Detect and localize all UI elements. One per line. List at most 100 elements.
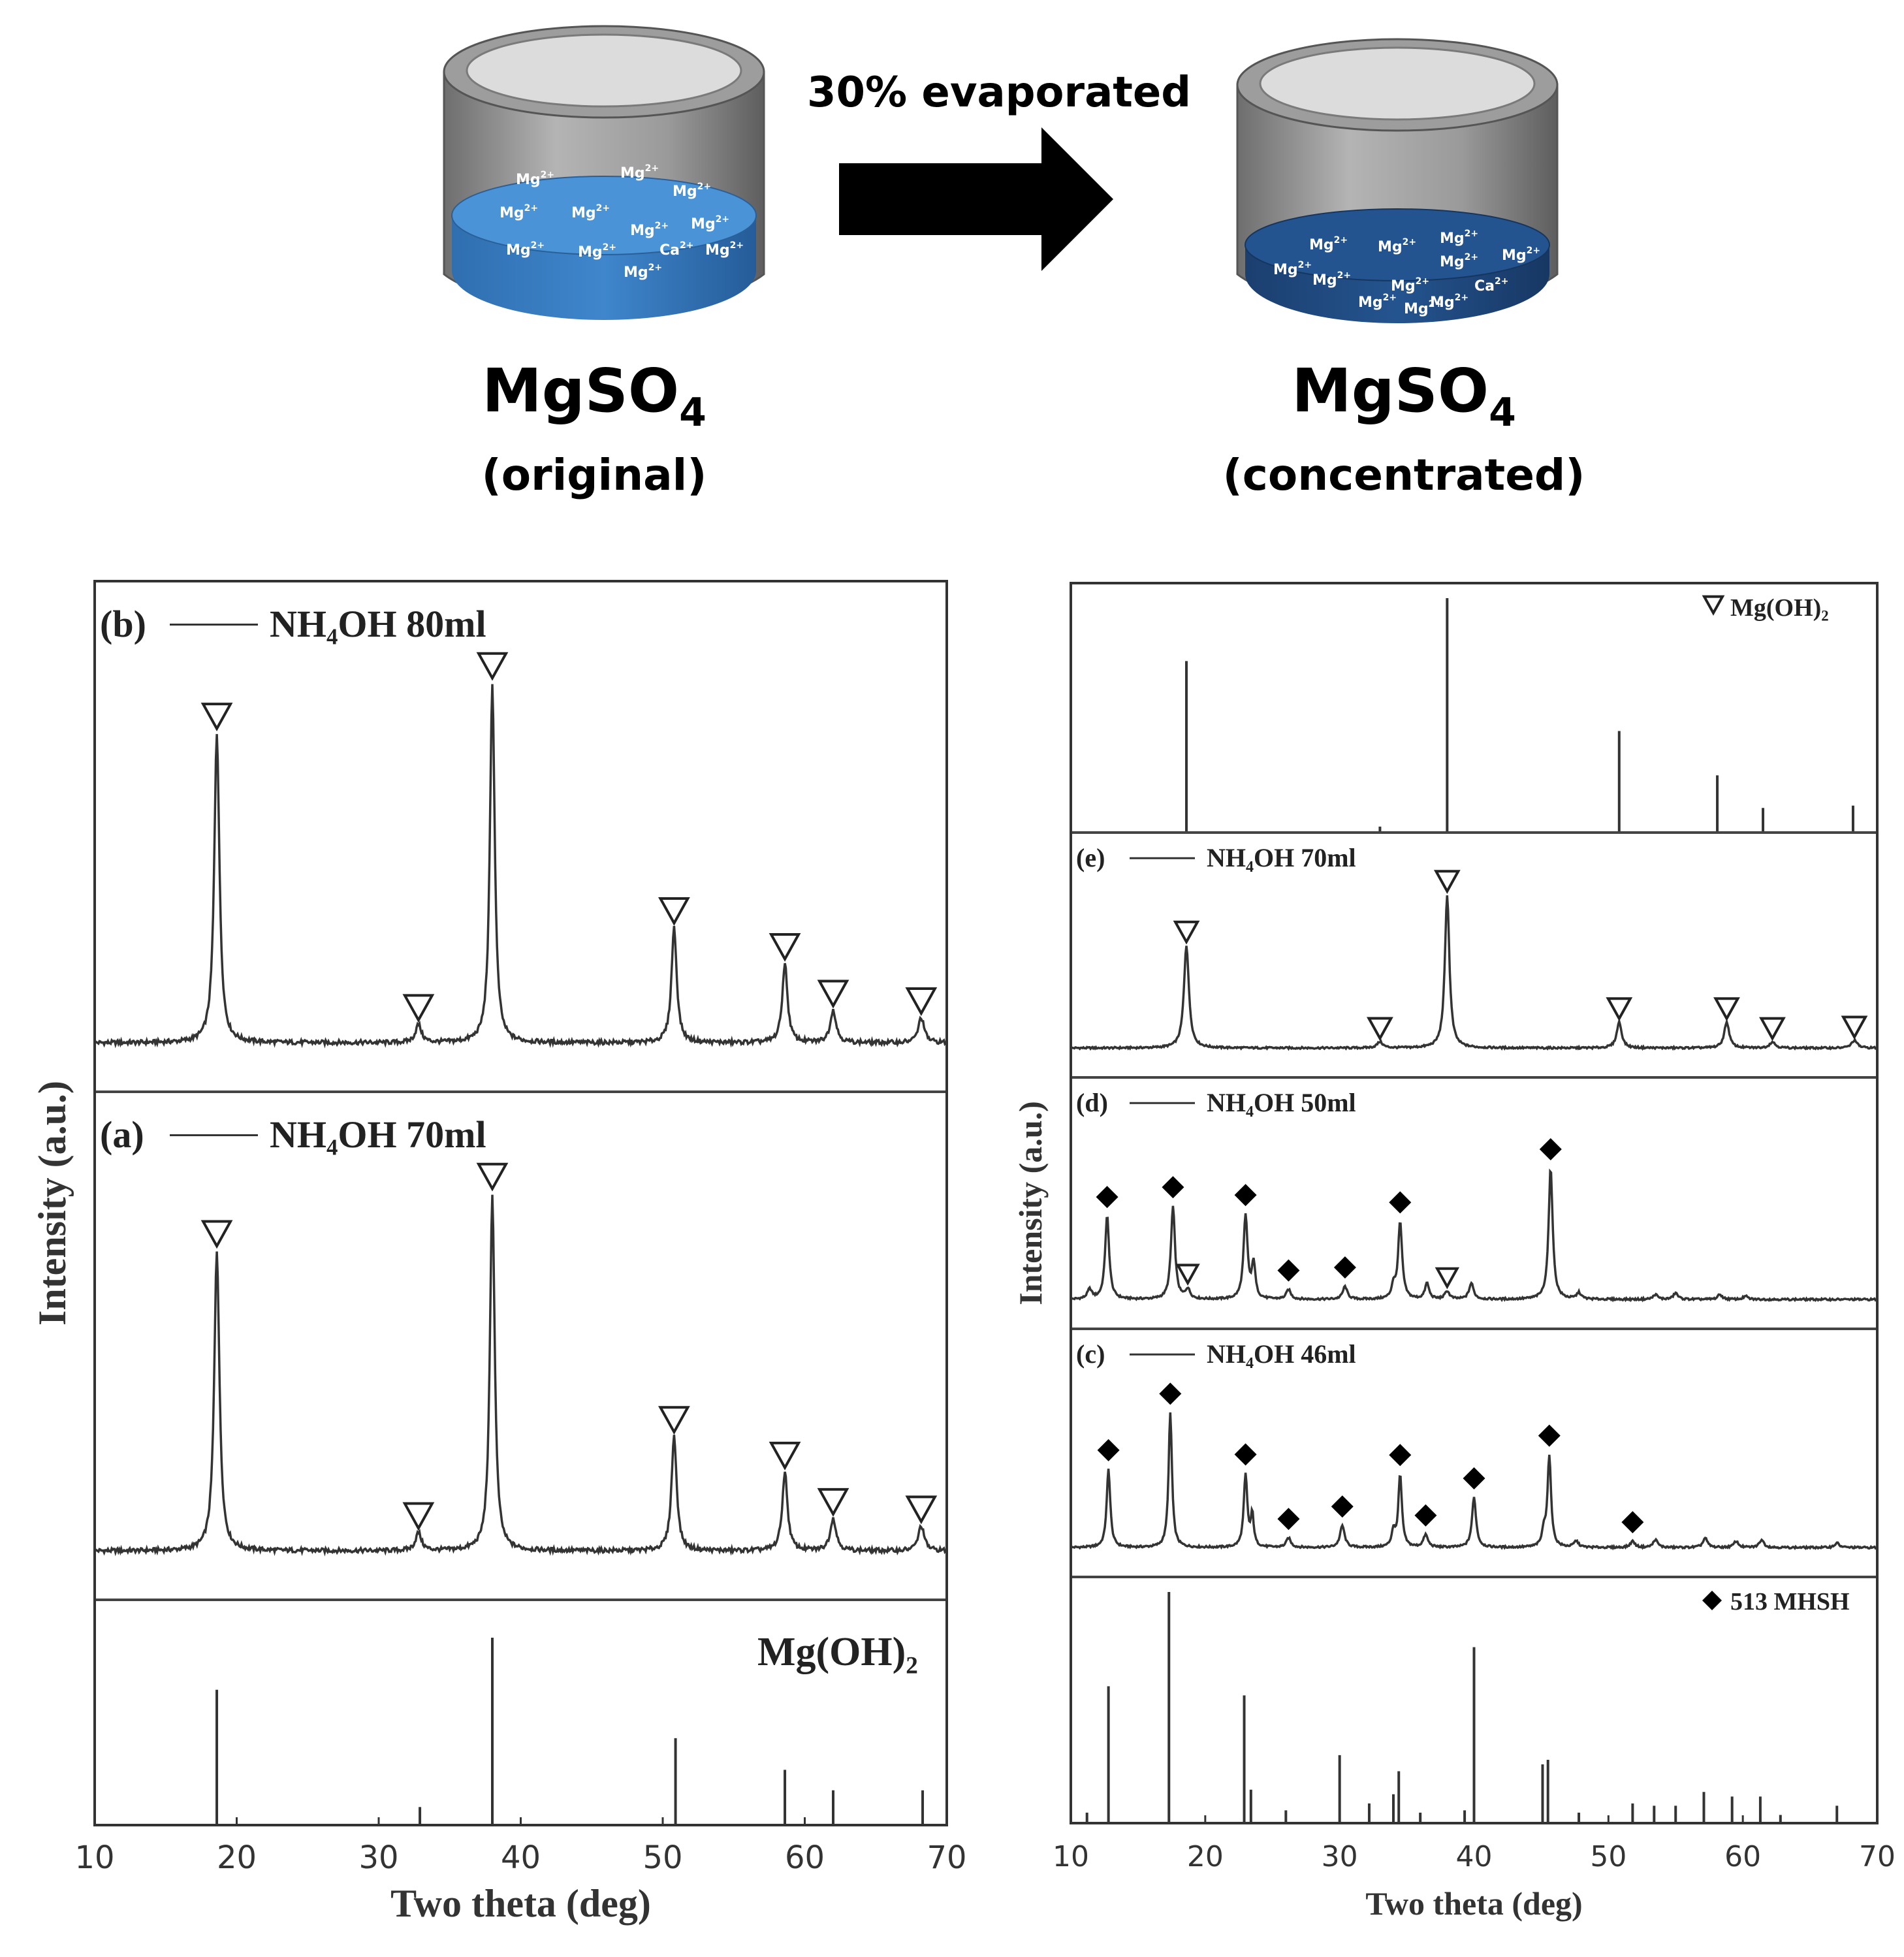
peak-marker-triangle: [769, 1441, 801, 1471]
series-label: NH4OH 46ml: [1207, 1339, 1356, 1372]
x-axis-label: Two theta (deg): [390, 1882, 651, 1925]
ion-symbol: Mg: [516, 172, 541, 188]
ion-charge: 2+: [1383, 293, 1397, 303]
ion-label: Mg2+: [1404, 299, 1442, 317]
caption-original: (original): [482, 450, 707, 500]
x-tick-label: 10: [1053, 1840, 1089, 1873]
ion-symbol: Mg: [1358, 294, 1383, 311]
ion-label: Mg2+: [1391, 276, 1429, 294]
peak-marker-diamond: [1277, 1259, 1300, 1282]
series-label-main: Mg(OH): [1730, 594, 1821, 622]
evaporation-arrow: [839, 127, 1113, 271]
ion-label: Mg2+: [571, 203, 610, 221]
peak-marker-triangle: [1173, 920, 1200, 945]
x-tick-label: 20: [217, 1839, 257, 1876]
plot-frame: [1070, 582, 1879, 1824]
peak-marker-triangle: [200, 703, 233, 732]
ion-charge: 2+: [531, 240, 545, 251]
peak-marker-diamond: [1097, 1439, 1120, 1461]
series-label-sub: 2: [1821, 608, 1828, 624]
x-tick-label: 40: [1456, 1840, 1493, 1873]
series-label-rest: OH 46ml: [1254, 1339, 1356, 1369]
series-label: 513 MHSH: [1730, 1588, 1850, 1615]
peak-marker-diamond: [1414, 1504, 1437, 1527]
ion-charge: 2+: [645, 163, 659, 174]
peak-marker-diamond: [1538, 1424, 1561, 1447]
x-tick-label: 20: [1187, 1840, 1224, 1873]
series-label: Mg(OH)2: [1730, 594, 1829, 624]
xrd-pattern-line: [1070, 1412, 1878, 1551]
ion-label: Mg2+: [500, 203, 538, 221]
pattern-panel: (d)NH4OH 50ml: [1070, 1088, 1878, 1303]
ion-symbol: Mg: [691, 216, 716, 232]
panel-label: (d): [1076, 1088, 1108, 1117]
peak-marker-diamond: [1234, 1184, 1257, 1207]
ion-label: Mg2+: [1440, 252, 1478, 270]
xrd-chart-right: Mg(OH)2(e)NH4OH 70ml(d)NH4OH 50ml(c)NH4O…: [1012, 582, 1896, 1922]
x-tick-label: 40: [501, 1839, 541, 1876]
pattern-panel: (a) NH4OH 70ml: [93, 1113, 948, 1557]
ion-symbol: Mg: [624, 264, 648, 281]
peak-marker-diamond: [1389, 1191, 1412, 1214]
xrd-pattern-line: [93, 684, 948, 1049]
ion-symbol: Mg: [571, 205, 596, 221]
ion-symbol: Mg: [1502, 247, 1527, 264]
peak-marker-triangle: [1435, 1267, 1460, 1290]
formula-original: MgSO4: [482, 356, 706, 436]
peak-marker-triangle: [658, 897, 690, 926]
series-label: NH4OH 70ml: [270, 1113, 486, 1160]
series-label-main: NH: [1207, 843, 1246, 872]
series-label-sub: 2: [906, 1652, 918, 1679]
peak-marker-diamond: [1621, 1511, 1644, 1534]
ion-symbol: Mg: [1440, 231, 1465, 247]
series-label-rest: OH 80ml: [338, 603, 486, 645]
peak-marker-triangle: [817, 1488, 849, 1517]
ion-charge: 2+: [603, 242, 616, 253]
panel-label: (c): [1076, 1339, 1105, 1369]
solution-surface-concentrated: [1245, 208, 1550, 281]
ion-charge: 2+: [1337, 270, 1351, 281]
peak-marker-triangle: [476, 652, 509, 681]
ion-label: Mg2+: [624, 263, 662, 281]
peak-marker-triangle: [402, 1502, 435, 1531]
ion-charge: 2+: [716, 214, 729, 225]
reference-panel: 513 MHSH: [1085, 1588, 1850, 1822]
x-tick-label: 10: [74, 1839, 114, 1876]
peak-marker-triangle: [1713, 997, 1740, 1021]
ion-label: Mg2+: [705, 240, 744, 259]
series-label-main: NH: [1207, 1339, 1246, 1369]
panel-label: (a): [100, 1113, 144, 1156]
ion-label: Mg2+: [1312, 270, 1351, 289]
series-label-main: NH: [270, 1113, 326, 1156]
ion-charge: 2+: [1465, 229, 1478, 239]
ion-charge: 2+: [648, 263, 662, 273]
ion-symbol: Mg: [1309, 237, 1334, 253]
series-label: Mg(OH)2: [757, 1630, 918, 1679]
peak-marker-triangle: [1759, 1017, 1786, 1042]
ion-symbol: Mg: [705, 242, 730, 259]
series-label: NH4OH 70ml: [1207, 843, 1356, 876]
peak-marker-diamond: [1389, 1444, 1412, 1467]
x-tick-label: 50: [1590, 1840, 1626, 1873]
ion-charge: 2+: [1527, 246, 1540, 256]
series-label-sub: 4: [326, 624, 338, 650]
ion-charge: 2+: [1465, 252, 1478, 263]
ion-symbol: Mg: [673, 183, 697, 200]
peak-marker-triangle: [1175, 1264, 1200, 1286]
peak-marker-triangle: [1367, 1017, 1393, 1042]
peak-marker-triangle: [402, 994, 435, 1023]
x-tick-label: 30: [1322, 1840, 1358, 1873]
x-tick-label: 70: [1859, 1840, 1896, 1873]
peak-marker-diamond: [1333, 1256, 1356, 1279]
illustration: Mg2+Mg2+Mg2+Mg2+Mg2+Mg2+Mg2+Mg2+Mg2+Mg2+…: [443, 25, 1585, 500]
ion-symbol: Ca: [659, 242, 680, 259]
peak-marker-triangle: [658, 1406, 690, 1435]
reference-panel: Mg(OH)2: [215, 1630, 925, 1824]
ion-charge: 2+: [524, 203, 538, 214]
x-tick-label: 70: [927, 1839, 966, 1876]
ion-symbol: Mg: [1391, 278, 1416, 294]
y-axis-label: Intensity (a.u.): [31, 1081, 74, 1326]
x-tick-label: 60: [785, 1839, 825, 1876]
ion-symbol: Mg: [1312, 272, 1337, 289]
ion-symbol: Mg: [1404, 301, 1429, 317]
